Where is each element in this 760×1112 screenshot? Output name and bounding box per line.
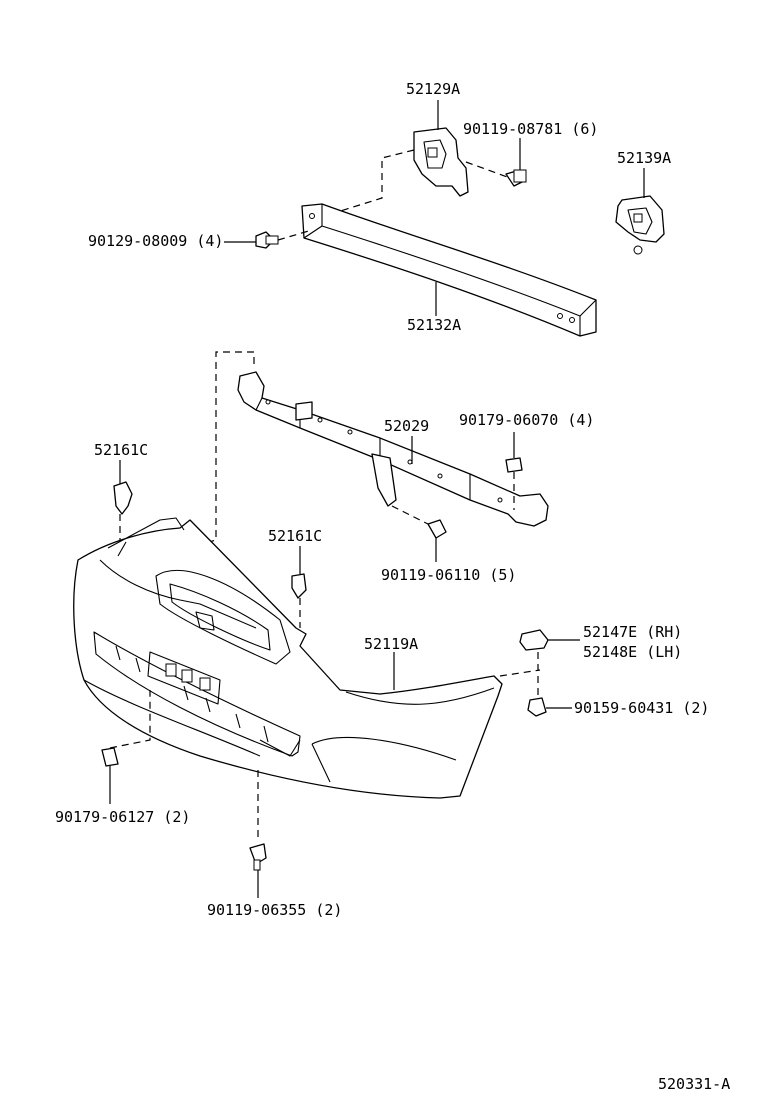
label-90179-06070[interactable]: 90179-06070 (4) bbox=[459, 411, 595, 429]
label-90129-08009[interactable]: 90129-08009 (4) bbox=[88, 232, 224, 250]
label-52161c-mid[interactable]: 52161C bbox=[268, 527, 323, 545]
label-52029[interactable]: 52029 bbox=[384, 417, 430, 435]
bracket-52139a[interactable] bbox=[615, 195, 665, 255]
label-52139a[interactable]: 52139A bbox=[617, 149, 672, 167]
nut-90179-06127[interactable] bbox=[101, 747, 119, 767]
bumper-cover-52119a[interactable] bbox=[73, 517, 503, 799]
label-52119a[interactable]: 52119A bbox=[364, 635, 419, 653]
bolt-90119-06355[interactable] bbox=[249, 843, 267, 871]
diagram-code: 520331-A bbox=[658, 1075, 731, 1093]
label-90119-06110[interactable]: 90119-06110 (5) bbox=[381, 566, 517, 584]
retainer-52147e-52148e[interactable] bbox=[519, 629, 549, 651]
label-52161c-left[interactable]: 52161C bbox=[94, 441, 149, 459]
bracket-52129a[interactable] bbox=[413, 127, 469, 197]
clip-52161c-left[interactable] bbox=[113, 481, 133, 515]
label-90119-08781[interactable]: 90119-08781 (6) bbox=[463, 120, 599, 138]
label-52132a[interactable]: 52132A bbox=[407, 316, 462, 334]
nut-90179-06070[interactable] bbox=[505, 457, 523, 473]
label-52129a[interactable]: 52129A bbox=[406, 80, 461, 98]
bolt-90119-08781[interactable] bbox=[505, 169, 527, 187]
label-52147e[interactable]: 52147E (RH) bbox=[583, 623, 683, 641]
clip-52161c-mid[interactable] bbox=[291, 573, 307, 599]
reinforcement-52132a[interactable] bbox=[301, 203, 597, 337]
label-90119-06355[interactable]: 90119-06355 (2) bbox=[207, 901, 343, 919]
retainer-52029[interactable] bbox=[237, 371, 549, 527]
bolt-90119-06110[interactable] bbox=[427, 519, 447, 539]
label-90159-60431[interactable]: 90159-60431 (2) bbox=[574, 699, 710, 717]
bolt-90129-08009[interactable] bbox=[255, 231, 279, 249]
label-90179-06127[interactable]: 90179-06127 (2) bbox=[55, 808, 191, 826]
label-52148e[interactable]: 52148E (LH) bbox=[583, 643, 683, 661]
screw-90159-60431[interactable] bbox=[527, 697, 547, 717]
